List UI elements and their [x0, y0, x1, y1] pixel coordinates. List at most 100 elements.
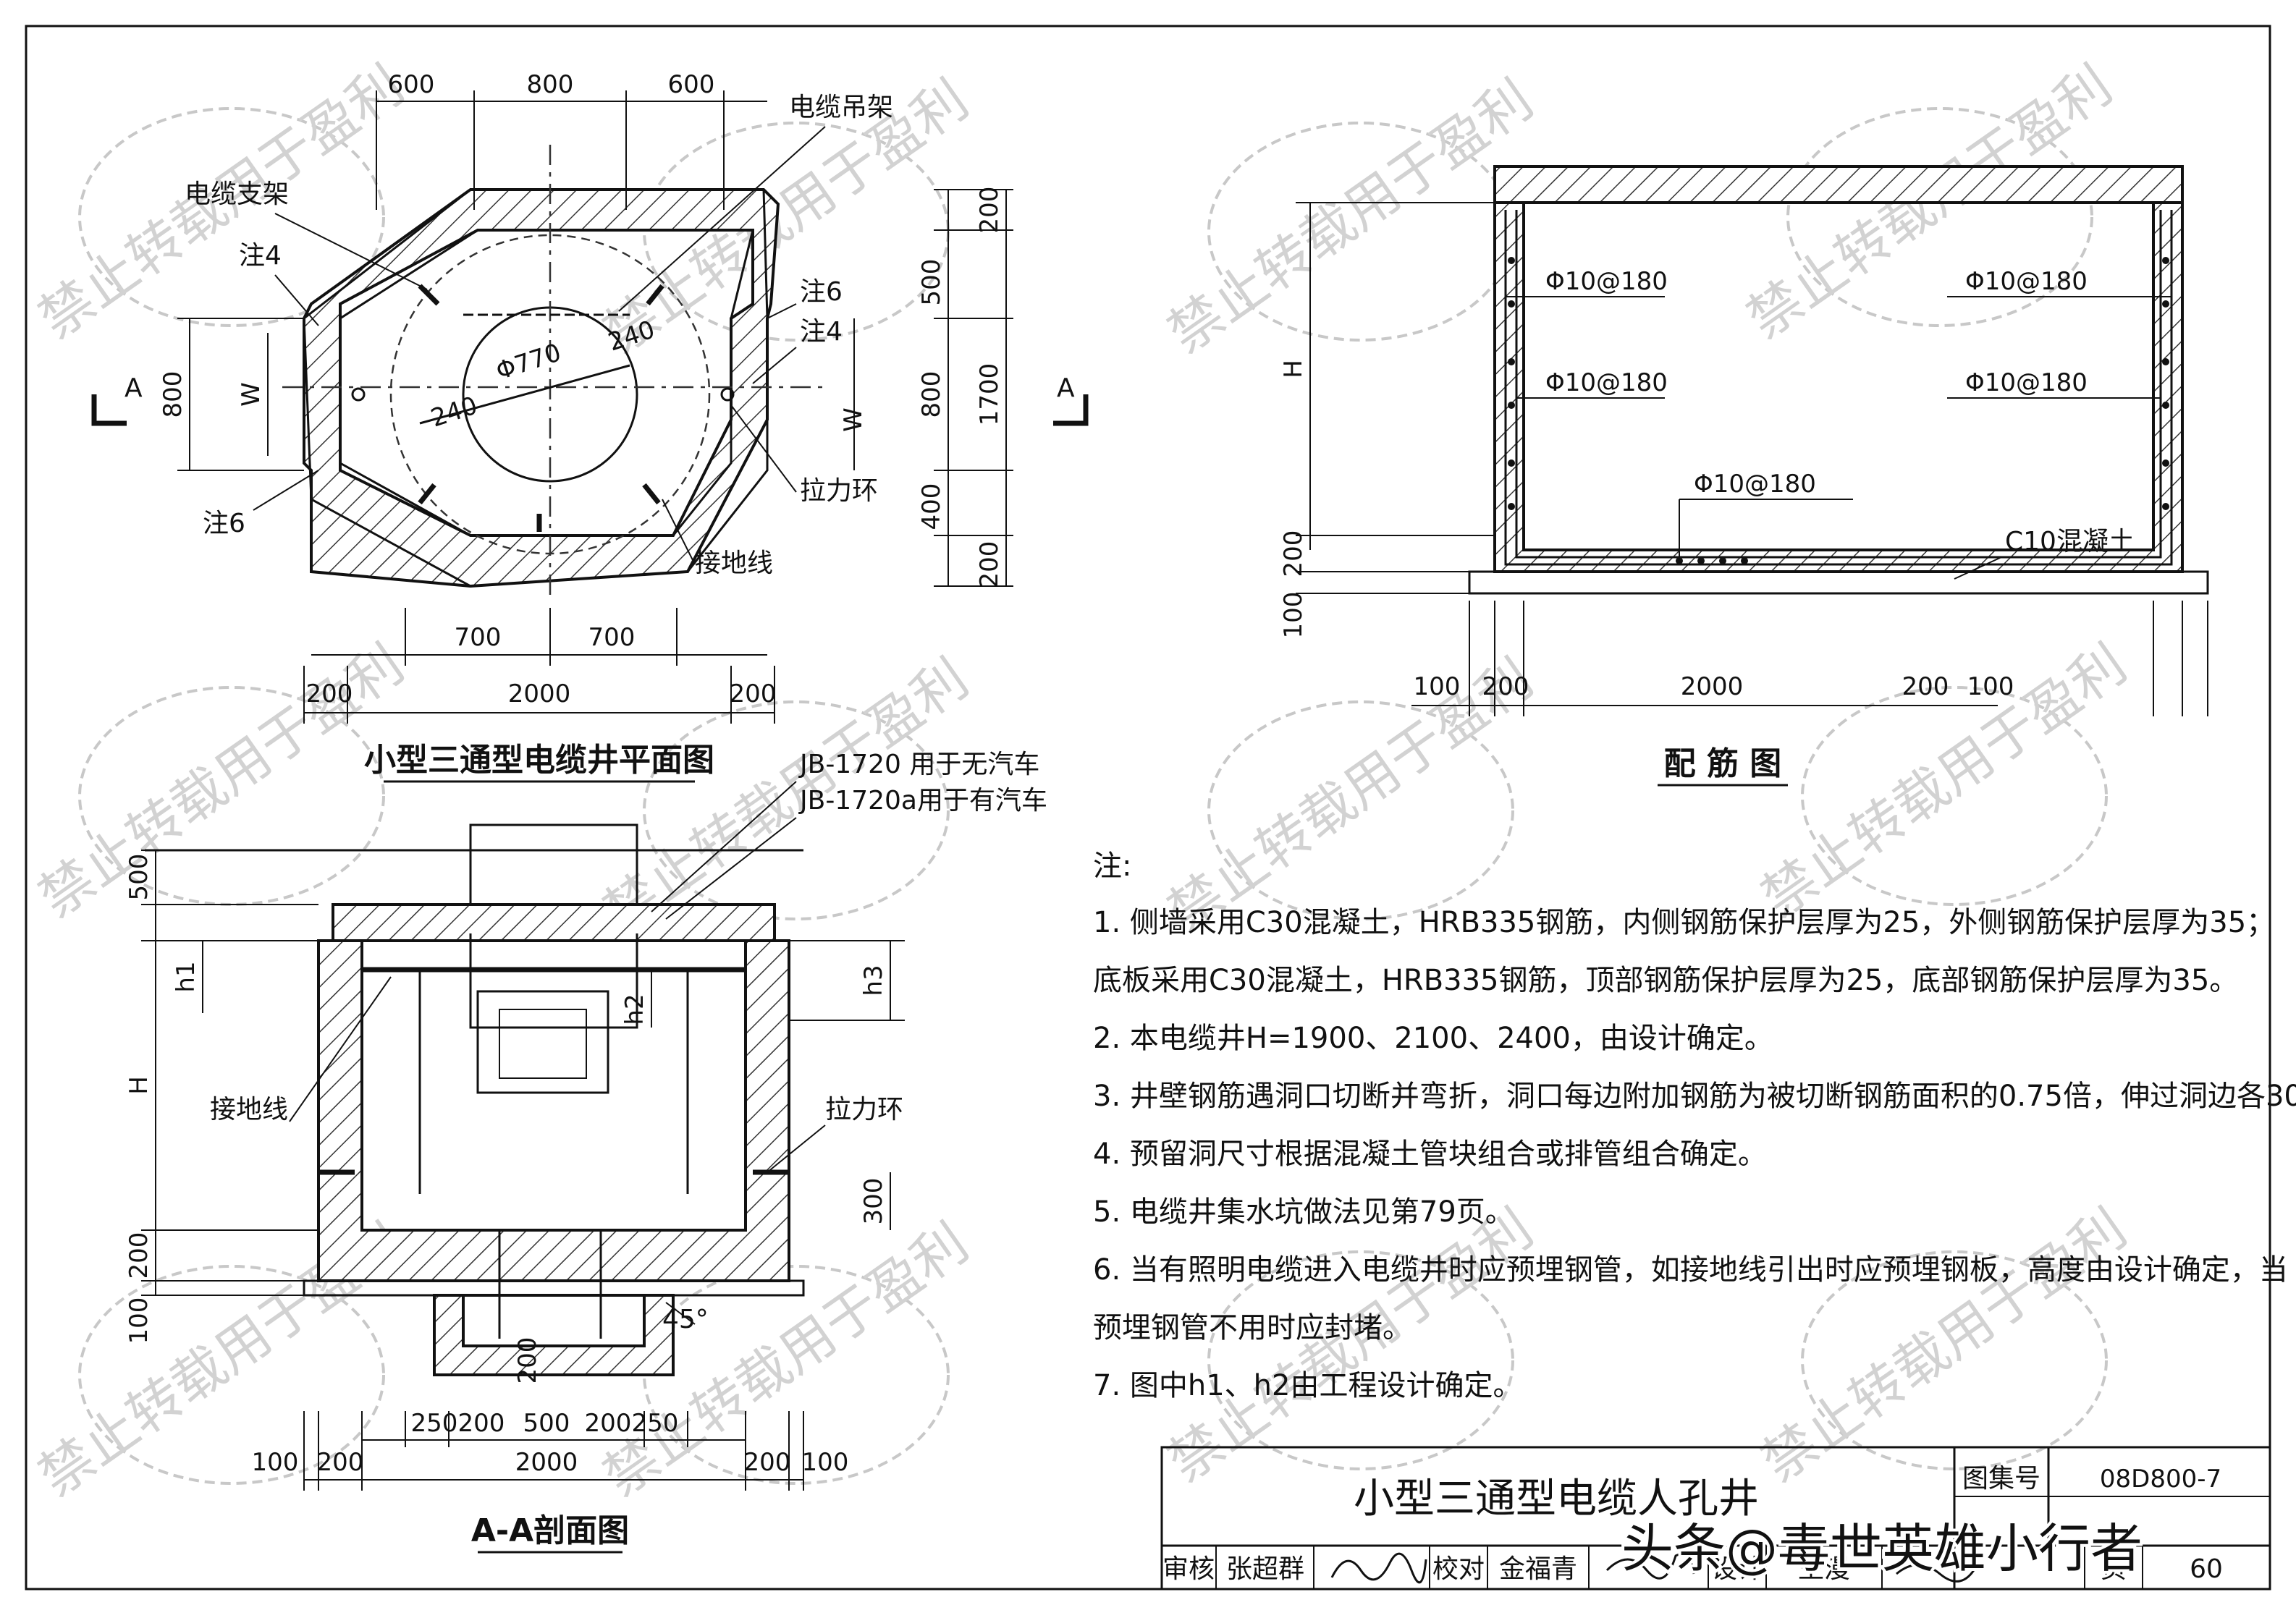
- sheet-border: [25, 25, 2271, 1591]
- label-angle: 45°: [662, 1305, 709, 1334]
- label-ground-wire: 接地线: [695, 548, 773, 578]
- plan-support: [418, 483, 436, 505]
- h-label: H: [1279, 360, 1308, 378]
- dim-text: 100: [252, 1448, 299, 1477]
- svg-text:禁止转载用于盈利: 禁止转载用于盈利: [28, 633, 415, 930]
- svg-text:禁止转载用于盈利: 禁止转载用于盈利: [1157, 69, 1544, 365]
- plan-diameter-line: [419, 364, 630, 425]
- label-cable-support: 电缆支架: [185, 179, 289, 209]
- bar-label: Φ10@180: [1545, 267, 1668, 296]
- review-label: 审核: [1162, 1554, 1215, 1584]
- rebar-title: 配 筋 图: [1664, 745, 1782, 782]
- dim-text: 100: [1414, 672, 1461, 701]
- rebar-top-slab: [1493, 165, 2184, 204]
- plan-inner-outline: [339, 229, 754, 537]
- bar-label: Φ10@180: [1965, 368, 2088, 397]
- notes-heading: 注:: [1093, 850, 1131, 883]
- rebar-dots: [1508, 257, 2169, 564]
- dim-text: 200: [730, 679, 777, 708]
- page-label: 页: [2101, 1554, 2127, 1584]
- w-label: W: [237, 382, 266, 407]
- dim-text: 200: [585, 1409, 632, 1438]
- note-line: 5. 电缆井集水坑做法见第79页。: [1093, 1195, 1514, 1229]
- dim-text: 500: [523, 1409, 570, 1438]
- dim-text: 200: [1902, 672, 1949, 701]
- h2-label: h2: [620, 994, 649, 1025]
- note-line: 6. 当有照明电缆进入电缆井时应预埋钢管，如接地线引出时应预埋钢板，高度由设计确…: [1093, 1253, 2288, 1287]
- label-note6: 注6: [800, 277, 843, 307]
- plan-support: [646, 284, 664, 306]
- dim-text: 100: [1279, 592, 1308, 639]
- section-mark-right: [1053, 394, 1089, 426]
- dim-text: 800: [917, 371, 946, 418]
- note-line: 4. 预留洞尺寸根据混凝土管块组合或排管组合确定。: [1093, 1138, 1767, 1171]
- svg-text:禁止转载用于盈利: 禁止转载用于盈利: [1751, 1198, 2137, 1494]
- check-label: 校对: [1432, 1554, 1485, 1584]
- rebar-outer-bar: [1504, 210, 2173, 566]
- rebar-inner-bar: [1515, 210, 2162, 559]
- label-note4: 注4: [239, 241, 282, 271]
- dim-text: 200: [975, 187, 1004, 234]
- dim-text: 240: [427, 391, 481, 433]
- section-mark-left: [91, 394, 127, 426]
- dim-text: 200: [306, 679, 353, 708]
- label-cover-vehicle: JB-1720a用于有汽车: [798, 786, 1047, 816]
- designer-name: 王漫: [1798, 1554, 1850, 1584]
- dim-text: 200: [124, 1232, 153, 1279]
- bar-label: Φ10@180: [1694, 470, 1816, 499]
- checker-signature: [1605, 1553, 1695, 1580]
- label-note6: 注6: [203, 509, 245, 538]
- bar-label: Φ10@180: [1965, 267, 2088, 296]
- h-label: H: [124, 1076, 153, 1095]
- title-block-title: 小型三通型电缆人孔井: [1354, 1475, 1759, 1522]
- section-title: A-A剖面图: [471, 1512, 629, 1549]
- dim-text: 100: [124, 1297, 153, 1344]
- dim-text: 800: [159, 371, 187, 418]
- dim-text: 600: [668, 70, 715, 99]
- label-note4: 注4: [800, 317, 843, 347]
- svg-text:禁止转载用于盈利: 禁止转载用于盈利: [1157, 1198, 1544, 1494]
- plan-title: 小型三通型电缆井平面图: [364, 742, 714, 779]
- hanger-frame: [469, 933, 638, 1029]
- plan-pull-ring: [351, 387, 366, 402]
- label-cable-hanger: 电缆吊架: [789, 93, 893, 122]
- section-letter: A: [1057, 373, 1075, 403]
- dim-text: 100: [802, 1448, 849, 1477]
- dim-text: 2000: [508, 679, 571, 708]
- plan-support: [418, 284, 440, 306]
- dim-text: 700: [588, 623, 636, 652]
- dim-text: 500: [124, 854, 153, 901]
- dim-text: 250: [632, 1409, 679, 1438]
- designer-signature: [1896, 1564, 1978, 1583]
- dim-text: 200: [317, 1448, 364, 1477]
- atlas-number: 08D800-7: [2100, 1465, 2221, 1494]
- atlas-label: 图集号: [1962, 1464, 2040, 1494]
- dim-text: 200: [975, 541, 1004, 588]
- overlay-caption: 头条@毒世英雄小行者: [1621, 1518, 2143, 1579]
- cable-opening-inner: [499, 1009, 587, 1079]
- note-line: 1. 侧墙采用C30混凝土，HRB335钢筋，内侧钢筋保护层厚为25，外侧钢筋保…: [1093, 906, 2275, 939]
- dim-text: 250: [411, 1409, 458, 1438]
- checker-name: 金福青: [1499, 1554, 1577, 1584]
- dim-text: 500: [917, 259, 946, 306]
- dim-text: 200: [1279, 530, 1308, 577]
- dim-text: 200: [744, 1448, 791, 1477]
- cable-opening: [476, 990, 609, 1094]
- note-line: 2. 本电缆井H=1900、2100、2400，由设计确定。: [1093, 1022, 1773, 1055]
- label-pull-ring: 拉力环: [825, 1095, 903, 1124]
- note-line: 预埋钢管不用时应封堵。: [1093, 1311, 1411, 1344]
- dim-text: 700: [455, 623, 502, 652]
- label-ground-wire: 接地线: [210, 1095, 288, 1124]
- plan-view: 600 800 600 800 W A A 200 500 800 400 20…: [91, 70, 1089, 783]
- dim-text: 1700: [975, 363, 1004, 426]
- dim-text: 200: [513, 1337, 542, 1384]
- reviewer-name: 张超群: [1226, 1554, 1304, 1584]
- section-letter: A: [124, 373, 143, 403]
- notes-block: 注: 1. 侧墙采用C30混凝土，HRB335钢筋，内侧钢筋保护层厚为25，外侧…: [1093, 850, 2296, 1402]
- design-label: 设计: [1711, 1554, 1763, 1584]
- label-c10-concrete: C10混凝土: [2005, 527, 2135, 556]
- note-line: 底板采用C30混凝土，HRB335钢筋，顶部钢筋保护层厚为25，底部钢筋保护层厚…: [1093, 964, 2238, 997]
- h3-label: h3: [859, 965, 888, 996]
